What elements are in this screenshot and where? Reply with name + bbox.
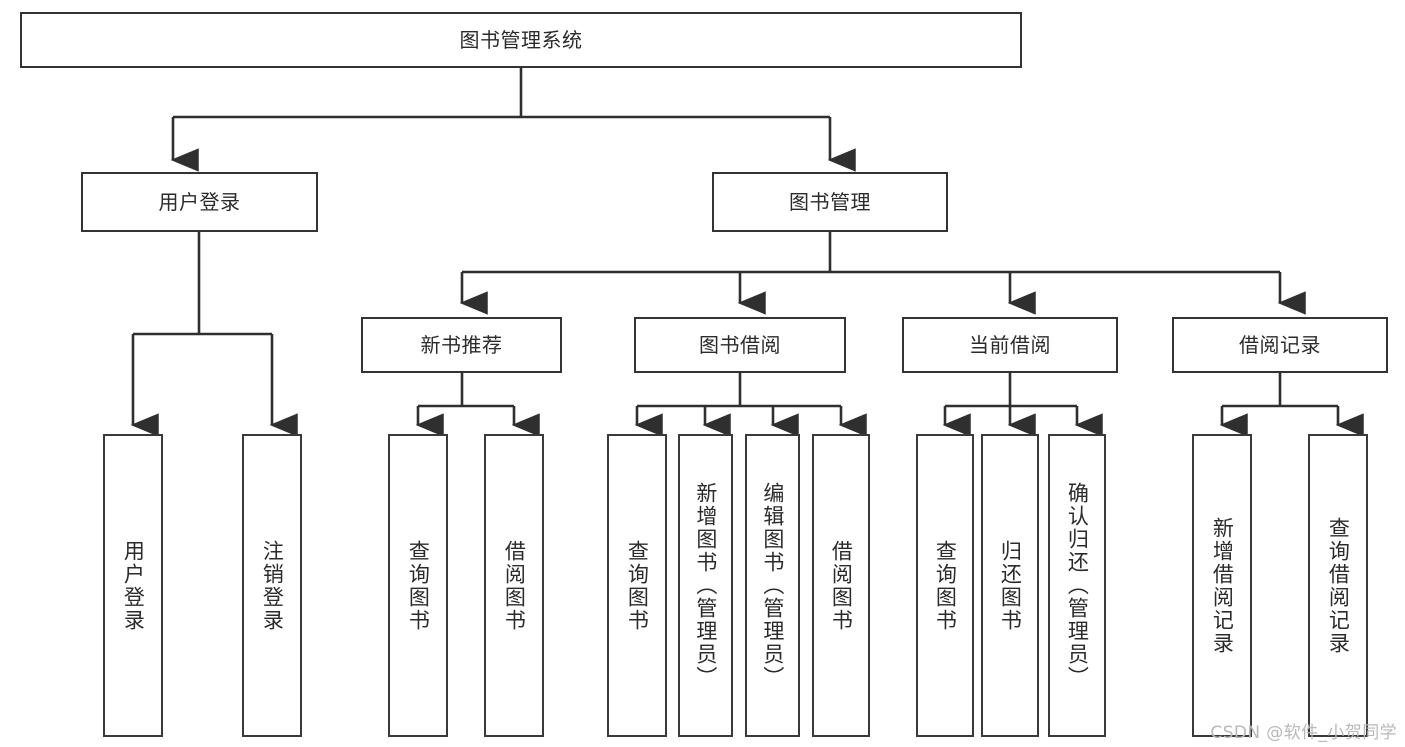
node-label: 当前借阅 [969, 333, 1051, 357]
node-book-management-system[interactable]: 图书管理系统 [20, 12, 1022, 68]
leaf-label: 查询图书 [933, 539, 958, 632]
leaf-label: 归还图书 [998, 539, 1023, 632]
leaf-return-books[interactable]: 归还图书 [981, 434, 1039, 737]
leaf-query-borrow-record[interactable]: 查询借阅记录 [1308, 434, 1368, 737]
leaf-logout[interactable]: 注销登录 [242, 434, 302, 737]
leaf-label: 编辑图书（管理员） [760, 482, 785, 689]
node-book-borrowing[interactable]: 图书借阅 [634, 317, 846, 373]
node-label: 用户登录 [158, 190, 241, 214]
leaf-label: 确认归还（管理员） [1065, 482, 1090, 689]
leaf-add-book-admin[interactable]: 新增图书（管理员） [678, 434, 733, 737]
leaf-label: 查询图书 [625, 539, 650, 632]
leaf-confirm-return-admin[interactable]: 确认归还（管理员） [1048, 434, 1106, 737]
leaf-label: 用户登录 [121, 539, 146, 632]
leaf-label: 查询图书 [406, 539, 431, 632]
node-label: 新书推荐 [420, 333, 503, 357]
leaf-query-books-recommend[interactable]: 查询图书 [388, 434, 448, 737]
node-current-borrowing[interactable]: 当前借阅 [902, 317, 1118, 373]
leaf-label: 注销登录 [260, 539, 285, 632]
node-borrowing-records[interactable]: 借阅记录 [1172, 317, 1388, 373]
node-label: 借阅记录 [1239, 333, 1321, 357]
node-user-login[interactable]: 用户登录 [81, 172, 318, 232]
csdn-watermark: CSDN @软件_小贺同学 [1210, 723, 1397, 743]
node-label: 图书管理系统 [459, 28, 583, 52]
leaf-label: 借阅图书 [502, 539, 527, 632]
leaf-borrow-books-borrowing[interactable]: 借阅图书 [812, 434, 870, 737]
leaf-label: 新增图书（管理员） [693, 482, 718, 689]
node-new-book-recommendation[interactable]: 新书推荐 [361, 317, 562, 373]
leaf-user-login[interactable]: 用户登录 [103, 434, 163, 737]
node-label: 图书借阅 [699, 333, 781, 357]
node-label: 图书管理 [789, 190, 871, 214]
leaf-borrow-books-recommend[interactable]: 借阅图书 [484, 434, 544, 737]
leaf-query-books-borrowing[interactable]: 查询图书 [607, 434, 667, 737]
leaf-query-books-current[interactable]: 查询图书 [916, 434, 974, 737]
node-book-management[interactable]: 图书管理 [712, 172, 948, 232]
leaf-label: 借阅图书 [829, 539, 854, 632]
leaf-label: 查询借阅记录 [1326, 516, 1351, 655]
leaf-edit-book-admin[interactable]: 编辑图书（管理员） [745, 434, 800, 737]
leaf-label: 新增借阅记录 [1210, 516, 1235, 655]
leaf-add-borrow-record[interactable]: 新增借阅记录 [1192, 434, 1252, 737]
